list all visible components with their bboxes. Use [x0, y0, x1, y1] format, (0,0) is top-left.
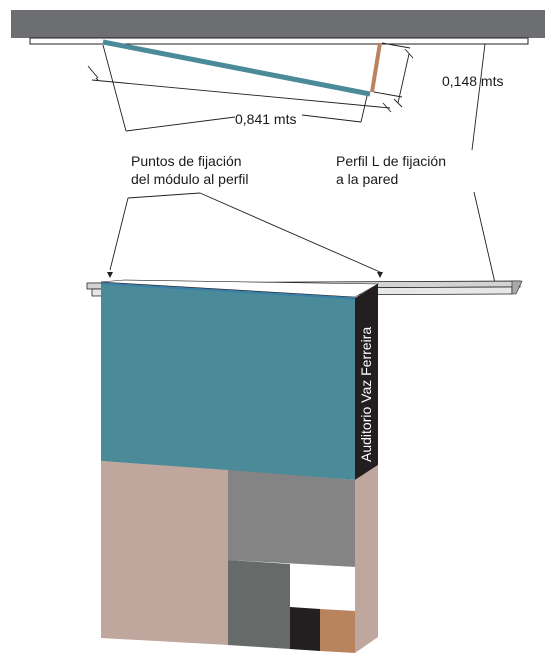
width-dimension — [87, 44, 392, 132]
side-black-panel — [355, 284, 378, 480]
gray-panel — [228, 470, 355, 567]
width-label: 0,841 mts — [235, 111, 296, 127]
wall — [11, 10, 545, 38]
module-top-view — [102, 39, 371, 97]
profile-leader-bottom — [473, 191, 496, 284]
beige-panel-left — [101, 461, 228, 645]
fixing-points-label: Puntos de fijación del módulo al perfil — [131, 153, 249, 187]
profile-leader-top — [471, 43, 486, 151]
black-panel — [290, 607, 320, 651]
depth-label: 0,148 mts — [442, 73, 503, 89]
copper-panel — [320, 609, 355, 653]
module-front-teal — [101, 283, 355, 480]
white-panel — [290, 564, 355, 611]
fixing-points-leaders — [109, 192, 381, 273]
wall-profile-label: Perfil L de fijación a la pared — [336, 153, 450, 187]
fixing-arrows — [107, 272, 383, 278]
depth-dimension — [373, 42, 414, 108]
module-top-edge — [100, 281, 356, 300]
dark-gray-panel — [228, 560, 290, 649]
side-beige-panel — [355, 465, 378, 653]
side-panel-text: Auditorio Vaz Ferreira — [358, 327, 374, 462]
side-panel-top-view — [370, 42, 382, 93]
width-label-leaders — [125, 114, 362, 132]
wall-profile-top-view — [29, 37, 529, 45]
